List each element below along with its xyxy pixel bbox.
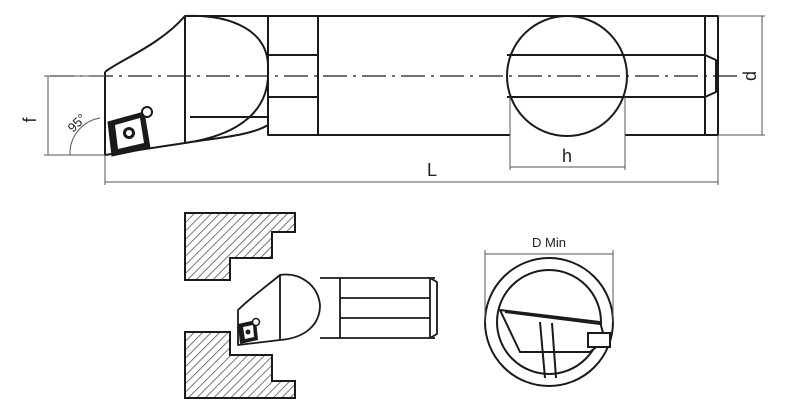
- label-angle: 95°: [65, 111, 90, 136]
- cutting-insert: [107, 106, 153, 157]
- dimension-lines: [44, 15, 765, 185]
- boring-bar-side-view: [104, 14, 719, 156]
- end-view-d-min: [484, 250, 614, 387]
- workpiece-lower: [184, 331, 296, 399]
- label-L: L: [427, 160, 437, 180]
- workpiece-section-view: [184, 212, 438, 399]
- label-d-min: D Min: [532, 235, 566, 250]
- label-f: f: [20, 117, 40, 123]
- workpiece-upper: [184, 212, 296, 281]
- label-d: d: [740, 71, 760, 81]
- label-h: h: [562, 146, 572, 166]
